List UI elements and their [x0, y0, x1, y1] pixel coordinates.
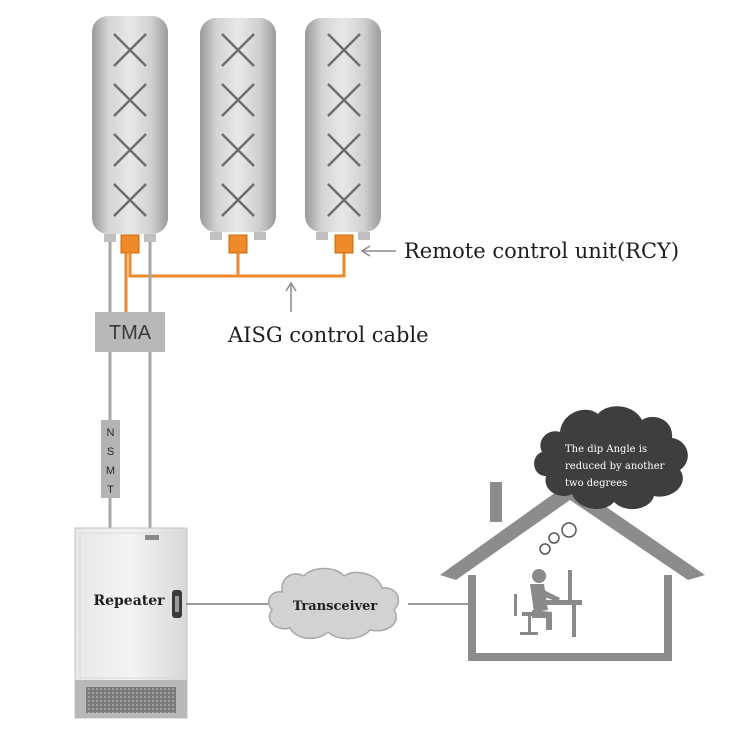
nsmt-letter-m: M: [106, 465, 115, 477]
rcu-2: [228, 234, 248, 254]
thought-line-2: reduced by another: [565, 461, 665, 472]
antenna-2: [200, 18, 276, 254]
repeater-vent: [86, 687, 176, 713]
thought-line-1: The dip Angle is: [565, 444, 647, 455]
antenna-cross-element: [113, 33, 147, 217]
thought-bubble-icon: [539, 522, 577, 555]
nsmt-box: N S M T: [101, 420, 120, 498]
house: [440, 482, 705, 661]
nsmt-letter-n: N: [107, 427, 115, 439]
transceiver-cloud: Transceiver: [268, 567, 400, 640]
thought-line-3: two degrees: [565, 478, 627, 489]
thought-cloud: The dip Angle is reduced by another two …: [534, 406, 688, 510]
person-at-desk-icon: [514, 569, 582, 637]
rcu-1: [120, 234, 140, 254]
feeder-cables: [108, 242, 152, 530]
antenna-3: [305, 18, 381, 254]
repeater-label: Repeater: [93, 593, 165, 609]
chimney: [490, 482, 502, 522]
arrow-left-icon: [360, 245, 396, 257]
rcu-3: [334, 234, 354, 254]
nsmt-letter-t: T: [107, 484, 114, 496]
nsmt-letter-s: S: [107, 446, 114, 458]
rcu-label: Remote control unit(RCY): [404, 239, 679, 263]
repeater-cabinet: Repeater: [74, 527, 188, 719]
tma-box: TMA: [95, 312, 165, 352]
antenna-1: [92, 16, 168, 254]
antenna-cross-element: [327, 33, 361, 217]
cloud-icon: [268, 567, 400, 640]
arrow-up-icon: [285, 281, 297, 312]
antenna-cross-element: [221, 33, 255, 217]
tma-label: TMA: [109, 322, 152, 344]
transceiver-label: Transceiver: [293, 599, 378, 614]
aisg-cable-label: AISG control cable: [227, 323, 429, 347]
aisg-cable: [124, 253, 346, 312]
